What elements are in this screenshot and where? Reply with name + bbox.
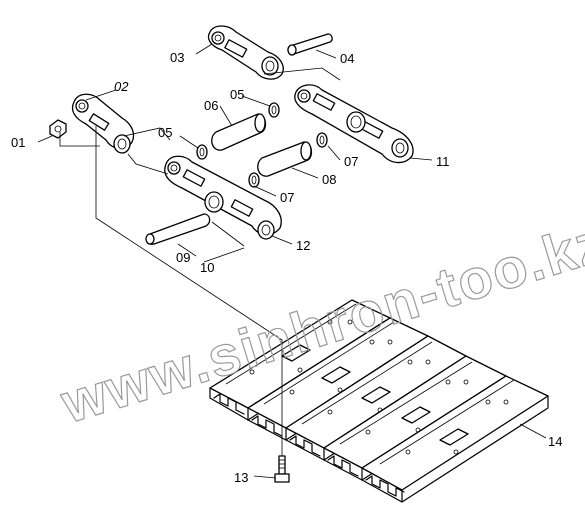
callout-06: 06 [204,98,218,113]
leader-lines [37,43,547,479]
bolt-13 [274,455,290,483]
pin-04 [287,33,333,56]
callout-07-right: 07 [344,154,358,169]
callout-11: 11 [436,154,450,169]
callout-09: 09 [176,250,190,265]
callout-07-center: 07 [280,190,294,205]
bushing-08 [257,141,313,177]
link-02 [71,93,135,154]
callout-01: 01 [11,135,25,150]
callout-05-upper: 05 [230,87,244,102]
callout-08: 08 [322,172,336,187]
callout-04: 04 [340,51,354,66]
callout-13: 13 [234,470,248,485]
pin-09 [145,213,211,245]
callout-14: 14 [548,434,562,449]
track-shoe-5 [361,375,549,503]
bushing-06 [211,113,267,151]
callout-02: 02 [114,79,129,94]
nut-01 [49,119,67,139]
link-11 [294,84,414,164]
callout-10: 10 [200,260,214,275]
seals [196,102,328,188]
link-03 [207,25,284,80]
link-12 [164,155,282,240]
track-shoe-assembly [209,299,549,503]
callout-12: 12 [296,238,310,253]
callout-05-lower: 05 [158,125,172,140]
callout-03: 03 [170,50,184,65]
callout-labels: 01 02 03 04 05 05 06 07 07 08 09 10 11 1… [11,50,562,485]
